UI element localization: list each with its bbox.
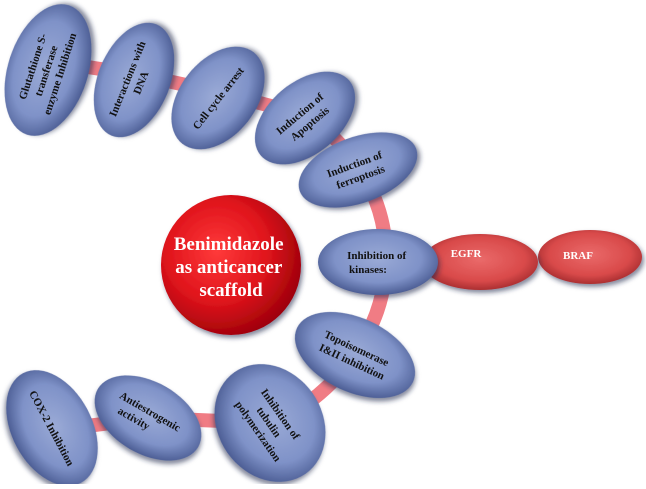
node-tubulin-ellipse	[214, 364, 326, 482]
node-kinases-line-1: Inhibition of	[347, 250, 406, 262]
node-topo-ellipse	[294, 311, 416, 399]
node-ferroptosis-ellipse	[298, 132, 418, 208]
center-circle	[161, 195, 301, 335]
center-label: Benimidazole as anticancer scaffold	[174, 234, 289, 301]
center-node: Benimidazole as anticancer scaffold	[161, 195, 301, 335]
node-kinases: Inhibition of kinases:	[318, 229, 438, 295]
braf-label: BRAF	[563, 250, 593, 262]
egfr-label: EGFR	[451, 248, 483, 260]
node-tubulin: Inhibition of tubulin polymerization	[214, 364, 326, 482]
node-dna-ellipse	[93, 22, 175, 138]
node-dna: Interactions with DNA	[93, 22, 175, 138]
node-antiestrogenic: Antiestrogenic activity	[94, 375, 202, 461]
kinase-target-egfr: EGFR	[422, 234, 538, 290]
center-line-1: Benimidazole	[174, 234, 284, 255]
node-cox2: COX-2 Inhibition	[6, 370, 98, 486]
node-apoptosis: Induction of Apoptosis	[254, 71, 356, 165]
node-kinases-label: Inhibition of kinases:	[347, 250, 409, 276]
egfr-ellipse	[422, 234, 538, 290]
node-ferroptosis: Induction of ferroptosis	[298, 132, 418, 208]
node-cell-cycle: Cell cycle arrest	[171, 46, 265, 150]
node-gst: Glutathione S- transferase enzyme Inhibi…	[4, 4, 92, 136]
center-line-2: as anticancer	[175, 257, 283, 278]
node-kinases-ellipse	[318, 229, 438, 295]
node-gst-ellipse	[4, 4, 92, 136]
node-cox2-ellipse	[6, 370, 98, 486]
node-cell-cycle-ellipse	[171, 46, 265, 150]
node-topo: Topoisomerase I&II inhibition	[294, 311, 416, 399]
braf-ellipse	[538, 230, 642, 284]
kinase-target-braf: BRAF	[538, 230, 642, 284]
node-kinases-line-2: kinases:	[349, 264, 387, 276]
center-line-3: scaffold	[199, 280, 263, 301]
node-apoptosis-ellipse	[254, 71, 356, 165]
node-antiestrogenic-ellipse	[94, 375, 202, 461]
